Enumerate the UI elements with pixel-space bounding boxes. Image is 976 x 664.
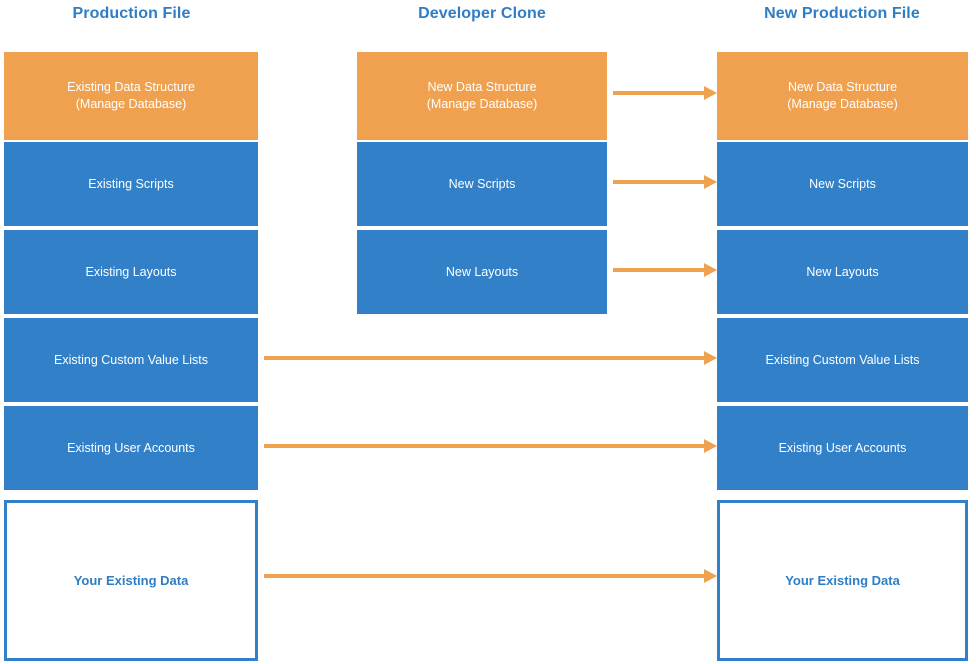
box-new-data-structure-clone[interactable]: New Data Structure (Manage Database) — [357, 52, 607, 140]
box-existing-custom-value-lists-new-production[interactable]: Existing Custom Value Lists — [717, 318, 968, 402]
arrow-scripts-icon — [613, 175, 717, 189]
arrow-data-structure-icon — [613, 86, 717, 100]
box-new-scripts-clone[interactable]: New Scripts — [357, 142, 607, 226]
arrow-value-lists-icon — [264, 351, 717, 365]
box-your-existing-data-production[interactable]: Your Existing Data — [4, 500, 258, 661]
box-your-existing-data-new-production[interactable]: Your Existing Data — [717, 500, 968, 661]
box-existing-scripts[interactable]: Existing Scripts — [4, 142, 258, 226]
arrow-user-accounts-icon — [264, 439, 717, 453]
box-existing-data-structure[interactable]: Existing Data Structure (Manage Database… — [4, 52, 258, 140]
box-new-scripts-new-production[interactable]: New Scripts — [717, 142, 968, 226]
box-new-layouts-new-production[interactable]: New Layouts — [717, 230, 968, 314]
box-existing-user-accounts[interactable]: Existing User Accounts — [4, 406, 258, 490]
box-existing-layouts[interactable]: Existing Layouts — [4, 230, 258, 314]
column-title-new-production-file: New Production File — [764, 5, 920, 22]
box-new-layouts-clone[interactable]: New Layouts — [357, 230, 607, 314]
column-title-developer-clone: Developer Clone — [418, 5, 546, 22]
arrow-existing-data-icon — [264, 569, 717, 583]
box-existing-user-accounts-new-production[interactable]: Existing User Accounts — [717, 406, 968, 490]
box-new-data-structure-new-production[interactable]: New Data Structure (Manage Database) — [717, 52, 968, 140]
box-existing-custom-value-lists[interactable]: Existing Custom Value Lists — [4, 318, 258, 402]
arrow-layouts-icon — [613, 263, 717, 277]
column-title-production-file: Production File — [72, 5, 191, 22]
